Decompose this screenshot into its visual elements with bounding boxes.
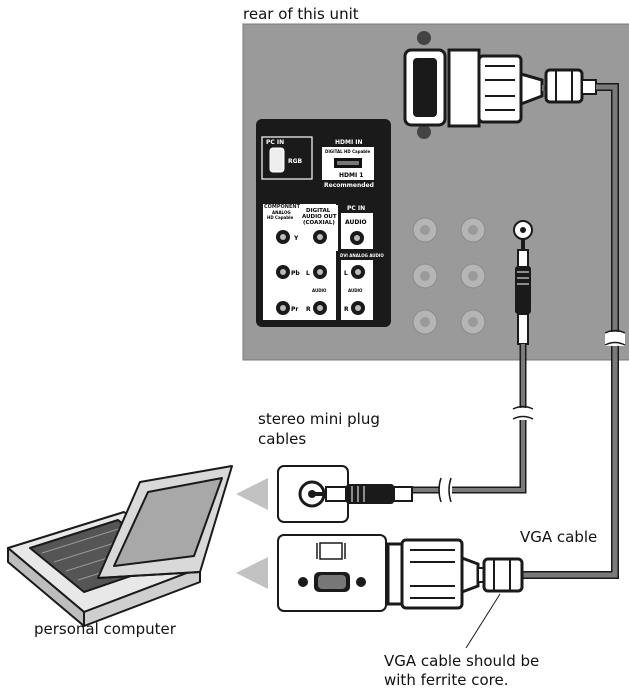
laptop-illustration <box>7 465 233 627</box>
rear-vga-plug <box>447 48 544 128</box>
pc-in2-label: PC IN <box>347 205 365 212</box>
digital-label-3: (COAXIAL) <box>303 220 335 226</box>
hdmi1-label: HDMI 1 <box>339 172 363 179</box>
vga-cable <box>522 83 626 579</box>
pc-in-audio-terminal: PC IN AUDIO <box>341 205 373 249</box>
rgb-label: RGB <box>288 158 303 165</box>
r-label: R <box>306 306 311 313</box>
component-sub2: HD Capable <box>267 215 293 220</box>
arrow-audio <box>236 478 268 510</box>
y-label: Y <box>293 235 299 242</box>
ferrite-note-line2: with ferrite core. <box>384 671 508 689</box>
hdmi-terminal: HDMI IN DIGITAL HD Capable HDMI 1 Recomm… <box>322 139 374 189</box>
recommended-label: Recommended <box>324 182 374 189</box>
hdmi-sub-label: DIGITAL HD Capable <box>325 149 371 154</box>
rear-mini-plug <box>515 238 531 345</box>
component-label: COMPONENT <box>264 204 301 210</box>
l-label: L <box>306 270 310 277</box>
personal-computer-label: personal computer <box>34 620 177 638</box>
audio-cable <box>410 344 534 503</box>
pb-label: Pb <box>291 270 300 277</box>
stereo-label-line2: cables <box>258 430 306 448</box>
pc-mini-plug <box>312 484 413 504</box>
ferrite-core-bottom <box>477 557 524 593</box>
audio-label-2: AUDIO <box>348 288 363 293</box>
dvi-label: DVI ANALOG AUDIO <box>340 253 384 258</box>
digital-label-2: AUDIO OUT <box>302 214 337 220</box>
ferrite-note-line1: VGA cable should be <box>384 652 539 670</box>
digital-label-1: DIGITAL <box>306 208 331 214</box>
audio2-label: AUDIO <box>345 219 367 226</box>
dvi-audio-terminal: DVI ANALOG AUDIO L AUDIO R <box>340 253 384 320</box>
rear-audio-jack <box>513 220 533 240</box>
l-label-2: L <box>344 270 348 277</box>
vga-cable-label: VGA cable <box>520 528 597 546</box>
hdmi-in-label: HDMI IN <box>335 139 363 146</box>
pr-label: Pr <box>291 306 298 313</box>
pc-vga-plug <box>386 538 480 610</box>
pc-in-rgb-terminal: PC IN RGB <box>261 136 313 180</box>
rca-jacks-grid <box>412 217 486 335</box>
component-sub1: ANALOG <box>272 210 291 215</box>
digital-audio-out-terminal: DIGITAL AUDIO OUT (COAXIAL) <box>300 205 338 251</box>
rear-unit-label: rear of this unit <box>243 5 359 23</box>
r-label-2: R <box>344 306 349 313</box>
audio-label-1: AUDIO <box>312 288 327 293</box>
pc-in-label: PC IN <box>266 139 284 146</box>
ferrite-core-top <box>542 68 597 104</box>
arrow-vga <box>236 557 268 589</box>
stereo-label-line1: stereo mini plug <box>258 410 380 428</box>
pc-vga-port <box>277 534 387 612</box>
ferrite-leader-line <box>465 593 501 649</box>
rear-vga-port <box>403 31 447 139</box>
